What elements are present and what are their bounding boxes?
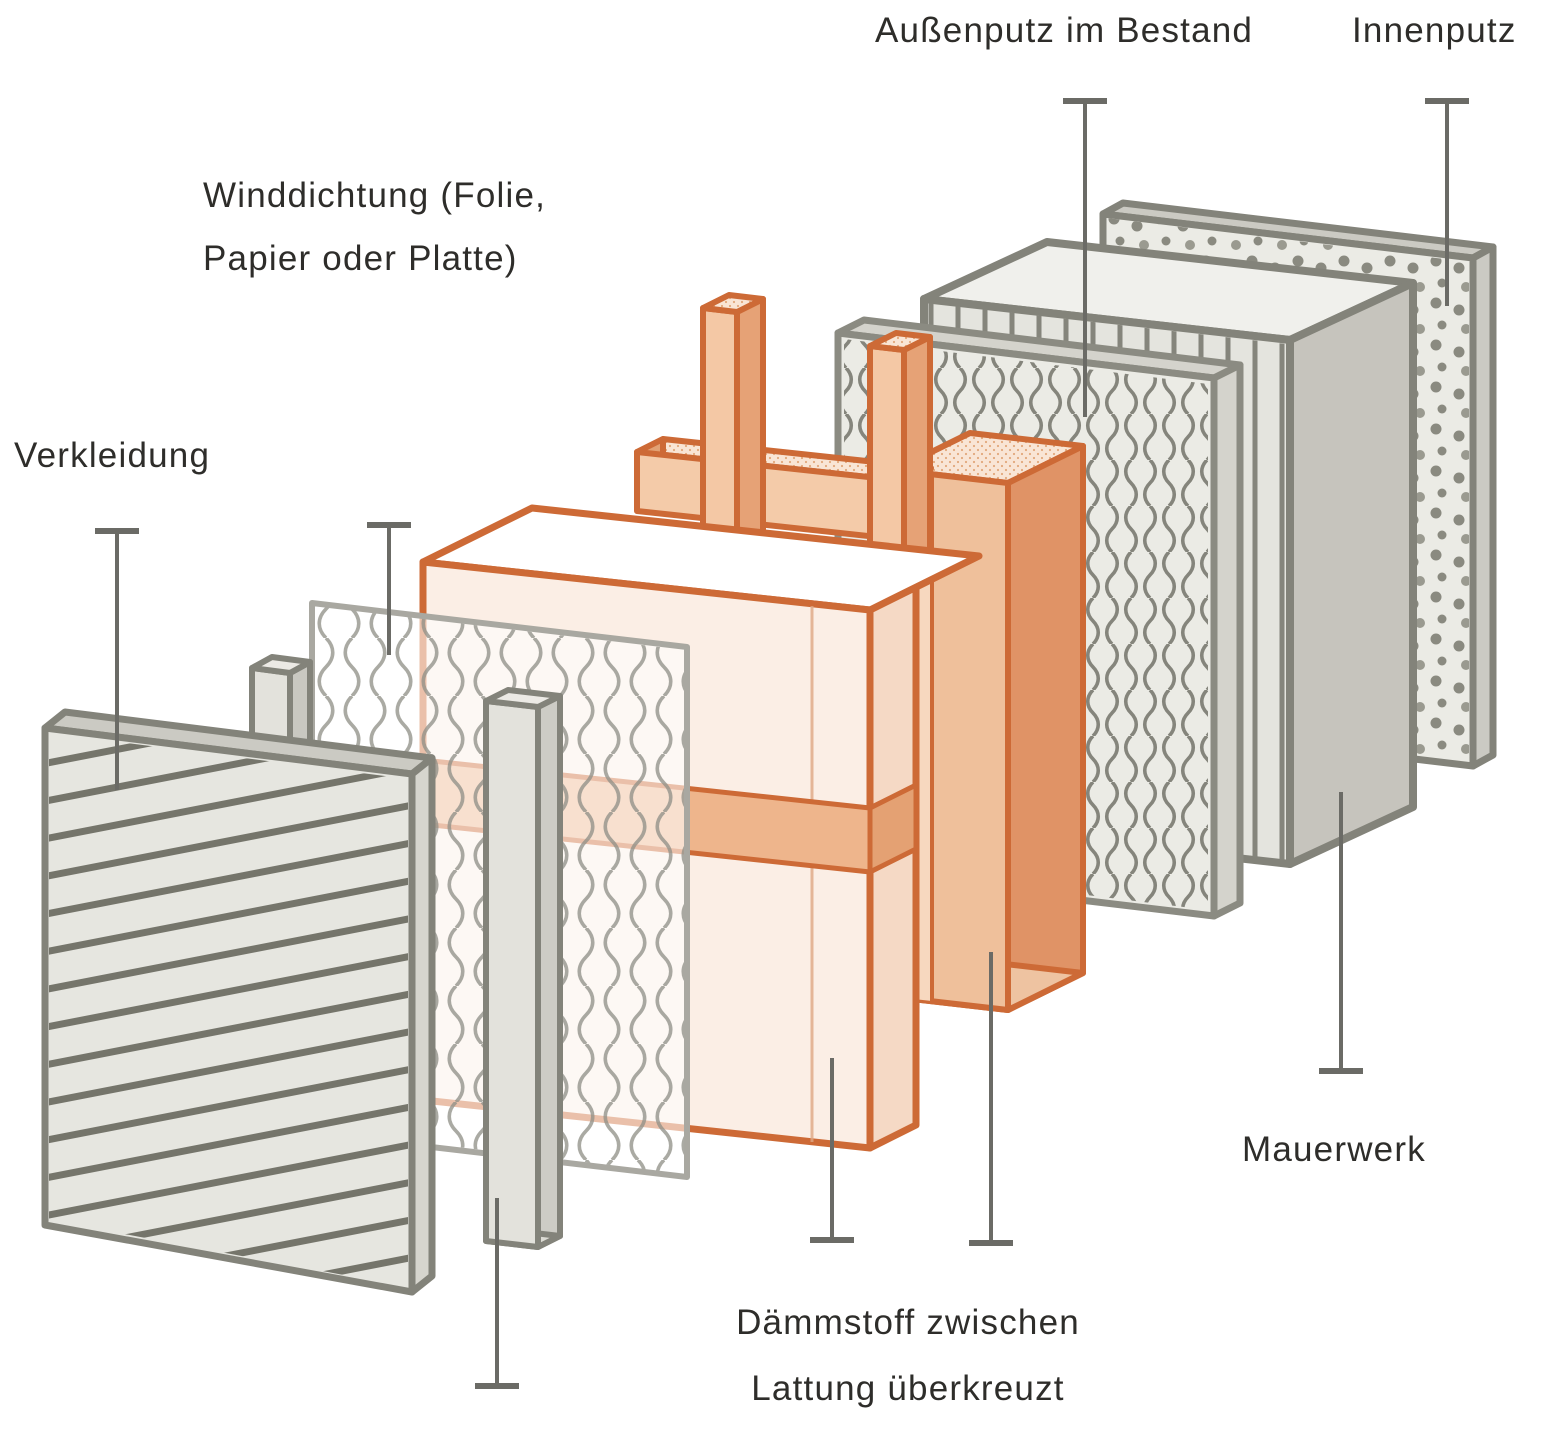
batten-a-side-face [734,296,766,552]
leader-winddichtung [367,522,411,655]
tall-batten-side-face [535,693,563,1250]
leader-lines [95,98,1469,1389]
label-aussenputz: Außenputz im Bestand [875,11,1253,50]
aussenputz-side-face [1210,361,1244,920]
label-winddichtung-line1: Winddichtung (Folie, [203,176,546,215]
label-verkleidung: Verkleidung [14,436,210,475]
leader-mauerwerk [1319,792,1363,1074]
leader-lattung [475,1198,519,1389]
label-mauerwerk: Mauerwerk [1242,1130,1426,1169]
batten-a-front-face [700,305,740,552]
small-batten-top-face [249,654,313,676]
leader-aussenputz [1063,98,1107,417]
leader-verkleidung [95,528,139,790]
orange-batten-a [700,292,766,552]
label-daemmstoff-line1: Dämmstoff zwischen [736,1303,1080,1342]
layer-verkleidung [41,708,436,1296]
batten-a-top-face [700,292,766,315]
label-winddichtung-line2: Papier oder Platte) [203,239,518,278]
label-daemmstoff-line2: Lattung überkreuzt [751,1369,1064,1408]
batten-b-top-face [867,330,933,353]
mauerwerk-side-face [1286,279,1417,868]
leader-daemmstoff-2 [969,952,1013,1246]
verkleidung-hatch-texture [49,733,408,1287]
tall-batten-top-face [483,687,563,710]
vertical-board-side-face [1005,443,1086,1013]
tall-batten-front-face [483,698,541,1250]
gray-batten-tall [483,687,563,1250]
leader-innenputz [1425,98,1469,306]
label-innenputz: Innenputz [1352,11,1517,50]
leader-daemmstoff-1 [810,1058,854,1243]
middle-batten-side [867,782,919,875]
labels: Außenputz im Bestand Innenputz Winddicht… [14,11,1517,1408]
